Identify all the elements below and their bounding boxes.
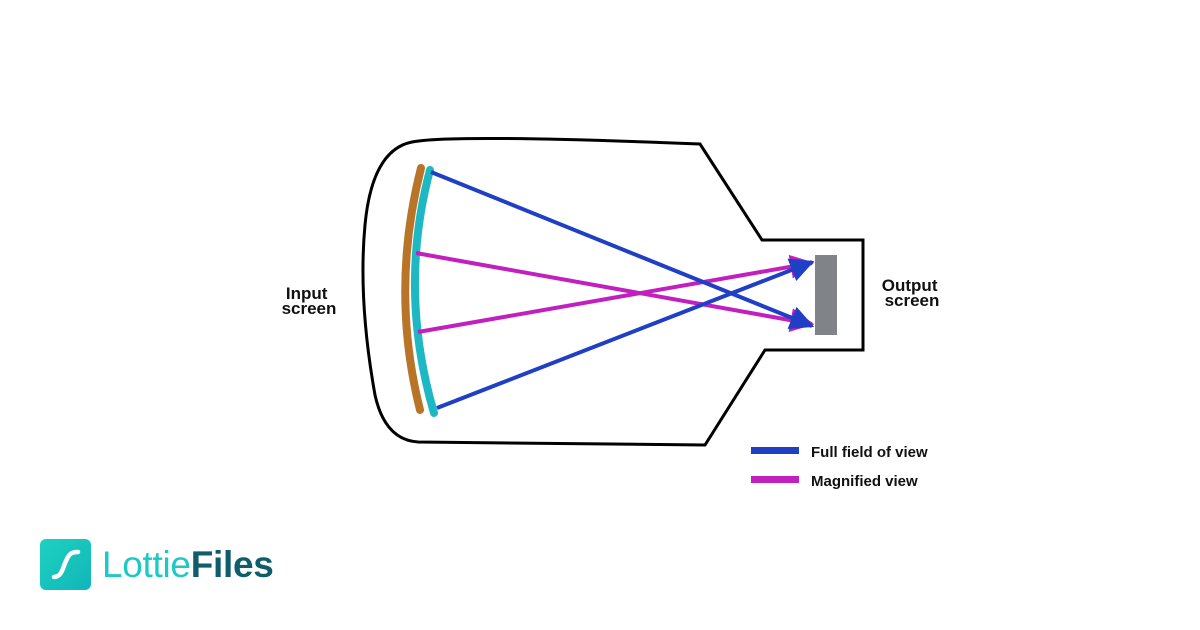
legend-label-magnified: Magnified view [811, 473, 918, 490]
input-label-line1: Input [286, 284, 328, 303]
full-field-ray-top [430, 170, 815, 330]
lottiefiles-logo[interactable]: LottieFiles [40, 539, 274, 590]
legend: Full field of view Magnified view [751, 444, 928, 490]
output-screen [815, 255, 837, 335]
tube-outline [361, 136, 865, 447]
output-label-line2: screen [885, 291, 940, 310]
input-phosphor-layer [401, 164, 425, 414]
magnified-ray-top [415, 251, 815, 332]
photocathode-layer [411, 166, 438, 417]
lottie-logo-icon [40, 539, 91, 590]
magnified-ray-bottom [417, 254, 815, 334]
full-field-ray-bottom [436, 258, 815, 410]
legend-swatch-magnified [751, 476, 799, 483]
input-label-line2: screen [282, 299, 337, 318]
legend-label-full-field: Full field of view [811, 444, 928, 461]
legend-swatch-full-field [751, 447, 799, 454]
logo-wordmark: LottieFiles [102, 546, 274, 583]
input-screen-label: Input screen [282, 284, 337, 318]
logo-word-files: Files [190, 544, 274, 585]
output-label-line1: Output [882, 276, 938, 295]
logo-word-lottie: Lottie [102, 544, 191, 585]
output-screen-label: Output screen [882, 276, 942, 310]
